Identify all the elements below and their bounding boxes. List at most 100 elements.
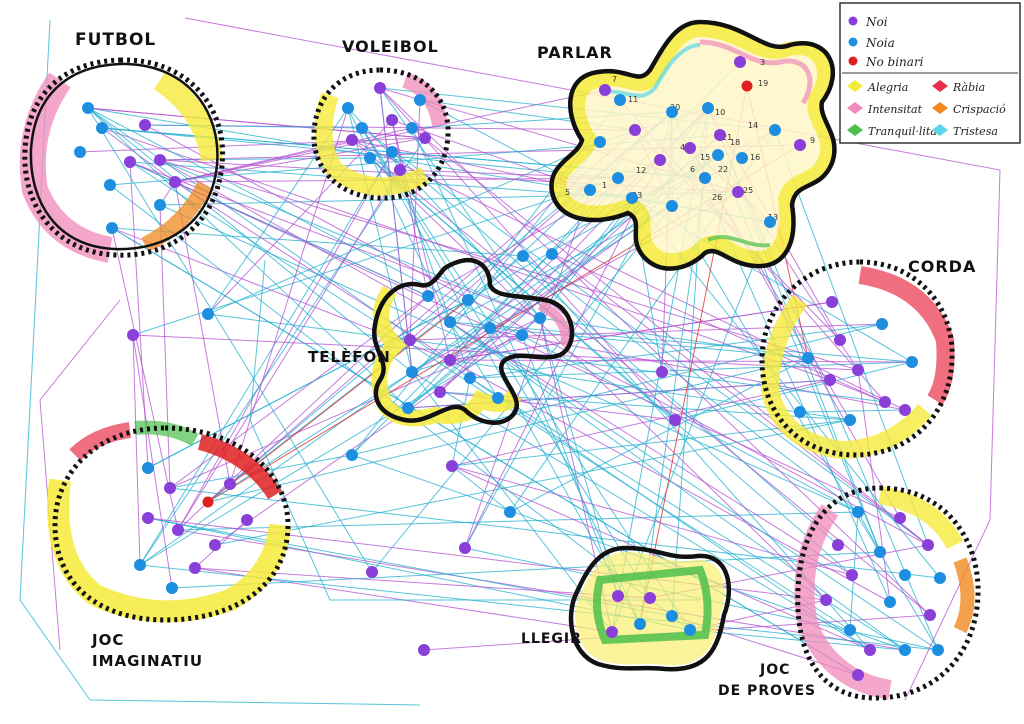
group-outline: [372, 257, 575, 425]
connection-line: [351, 139, 906, 411]
student-node-noia: [584, 184, 596, 196]
student-node-noi: [224, 478, 236, 490]
noi-swatch: [848, 16, 858, 26]
student-number: 16: [750, 153, 760, 162]
connection-line: [174, 89, 606, 183]
connection-line: [411, 359, 451, 373]
student-node-noia: [464, 372, 476, 384]
student-node-noia: [769, 124, 781, 136]
group-outline: [52, 425, 291, 623]
student-node-noia: [202, 308, 214, 320]
connection-line: [411, 127, 641, 625]
group-label: VOLEIBOL: [342, 37, 439, 56]
student-node-noi: [654, 154, 666, 166]
emotion-band-intensitat: [537, 300, 571, 346]
student-node-noia: [736, 152, 748, 164]
student-node-noia: [492, 392, 504, 404]
emotion-band-intensitat: [794, 504, 892, 700]
connection-line: [174, 181, 451, 361]
connection-line: [171, 551, 881, 589]
connection-line: [132, 177, 619, 336]
student-node-noi: [879, 396, 891, 408]
no-binari-swatch: [848, 56, 858, 66]
student-node-noia: [386, 146, 398, 158]
connection-line: [139, 334, 523, 566]
emotion-band-alegria: [47, 478, 291, 623]
connection-line: [521, 334, 619, 597]
group-corda: CORDA: [759, 257, 975, 460]
student-node-noia: [932, 644, 944, 656]
student-nodes: [74, 56, 946, 681]
emotion-band-alegria: [878, 486, 964, 550]
connection-line: [347, 107, 541, 319]
student-node-noi: [656, 366, 668, 378]
student-node-noi: [606, 626, 618, 638]
connection-route: [39, 299, 121, 651]
connection-line: [509, 357, 809, 513]
student-node-noi: [434, 386, 446, 398]
student-node-noia: [546, 248, 558, 260]
legend-no-binari-label: No binari: [865, 55, 924, 69]
connection-line: [449, 321, 939, 651]
student-number: 14: [748, 121, 758, 130]
student-node-noi: [599, 84, 611, 96]
legend-noi-label: Noi: [865, 15, 888, 29]
connection-line: [214, 317, 541, 546]
student-node-noia: [104, 179, 116, 191]
emotion-band-crispacio: [141, 181, 213, 253]
student-number: 5: [565, 188, 570, 197]
crispacio-swatch: [932, 102, 948, 114]
student-node-noi: [419, 132, 431, 144]
student-node-noia: [884, 596, 896, 608]
student-node-noi: [446, 460, 458, 472]
student-node-noi: [154, 154, 166, 166]
emotion-band-alegria: [153, 70, 223, 162]
student-node-noia: [852, 506, 864, 518]
legend-tristesa-label: Tristesa: [953, 125, 998, 138]
group-label: FUTBOL: [75, 30, 156, 50]
student-node-noia: [154, 199, 166, 211]
connection-line: [391, 151, 839, 546]
emotion-band-rabia-2: [197, 434, 282, 500]
student-node-noi: [366, 566, 378, 578]
connection-line: [139, 154, 719, 566]
connection-route: [19, 19, 421, 706]
connection-line: [674, 361, 913, 421]
group-voleibol: VOLEIBOL: [311, 37, 451, 201]
group-label: TELÈFON: [308, 347, 391, 366]
connection-line: [451, 465, 853, 576]
connection-route: [249, 259, 700, 601]
connection-line: [539, 317, 809, 359]
student-node-noi: [444, 354, 456, 366]
connection-line: [129, 161, 541, 319]
connection-line: [379, 87, 931, 616]
connection-line: [87, 107, 413, 373]
student-node-noi: [169, 176, 181, 188]
emotion-band-intensitat: [402, 72, 448, 127]
student-node-noia: [844, 624, 856, 636]
connection-line: [464, 189, 591, 549]
connection-line: [351, 323, 883, 456]
emotion-band-intensitat: [858, 266, 955, 405]
connection-line: [411, 127, 929, 546]
student-node-noia: [134, 559, 146, 571]
connection-line: [347, 107, 413, 373]
connection-line: [111, 227, 179, 531]
student-number: 3: [760, 58, 765, 67]
student-node-noi: [386, 114, 398, 126]
group-label-line1: JOC: [759, 662, 790, 678]
connection-line: [361, 127, 641, 625]
student-node-noi: [894, 512, 906, 524]
student-node-noia: [444, 316, 456, 328]
connection-line: [174, 181, 231, 485]
student-node-noi: [824, 374, 836, 386]
student-node-noia: [712, 149, 724, 161]
student-node-noi: [127, 329, 139, 341]
group-label: LLEGIR: [521, 631, 582, 647]
student-node-noia: [346, 449, 358, 461]
connection-line: [411, 371, 871, 651]
connection-line: [87, 107, 373, 573]
student-node-noia: [342, 102, 354, 114]
group-outline-inner: [29, 62, 219, 251]
student-node-noia: [166, 582, 178, 594]
